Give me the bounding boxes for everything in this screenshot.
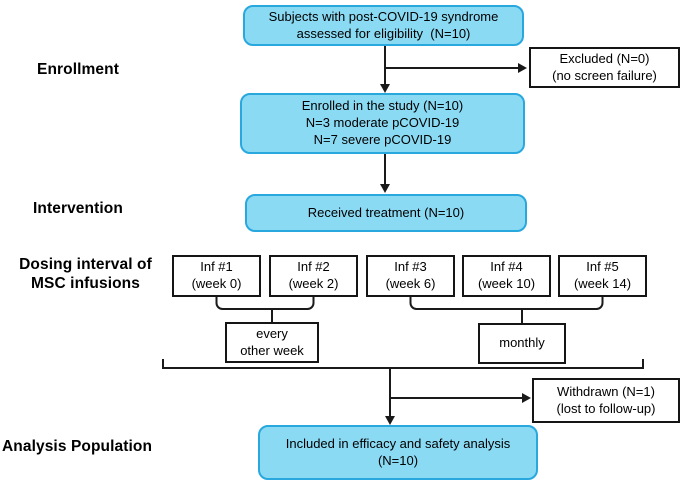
box-analysis-line2: (N=10) — [377, 452, 419, 468]
box-infusion-2-line1: Inf #2 — [297, 259, 330, 275]
arrowhead-eligibility-to-enrolled — [380, 84, 390, 93]
box-infusion-5-line1: Inf #5 — [586, 259, 619, 275]
box-infusion-1-line1: Inf #1 — [200, 259, 233, 275]
box-infusion-3-line2: (week 6) — [385, 276, 436, 291]
box-eligibility-line2: assessed for eligibility (N=10) — [296, 25, 471, 41]
bracket-biweekly-left — [215, 297, 272, 310]
box-enrolled: Enrolled in the study (N=10) N=3 moderat… — [240, 93, 525, 154]
box-interval-monthly-line1: monthly — [499, 335, 545, 351]
stage-label-dosing-interval: Dosing interval of MSC infusions — [8, 256, 163, 294]
bracket-monthly-right — [522, 297, 604, 310]
box-infusion-4-line2: (week 10) — [477, 276, 536, 291]
arrowhead-to-analysis — [385, 416, 395, 425]
arrowhead-enrolled-to-treatment — [380, 184, 390, 193]
box-excluded: Excluded (N=0) (no screen failure) — [529, 47, 680, 88]
stage-label-analysis-population: Analysis Population — [2, 438, 153, 455]
box-excluded-line2: (no screen failure) — [552, 67, 657, 83]
box-interval-every-other-week-line1: every — [256, 325, 288, 341]
box-eligibility-line1: Subjects with post-COVID-19 syndrome — [268, 8, 499, 24]
box-infusion-3: Inf #3 (week 6) — [366, 255, 455, 297]
box-infusion-5-line2: (week 14) — [573, 276, 632, 291]
box-received-treatment: Received treatment (N=10) — [245, 194, 527, 232]
stage-label-enrollment: Enrollment — [37, 61, 119, 78]
box-received-treatment-line1: Received treatment (N=10) — [307, 204, 465, 220]
bracket-biweekly-right — [272, 297, 315, 310]
stage-label-intervention: Intervention — [33, 200, 123, 217]
bracket-monthly-left — [409, 297, 522, 310]
box-interval-every-other-week-line2: other week — [240, 342, 304, 358]
box-enrolled-line1: Enrolled in the study (N=10) — [301, 98, 464, 114]
box-withdrawn-line2: (lost to follow-up) — [556, 400, 656, 416]
arrowhead-to-withdrawn — [522, 393, 531, 403]
box-analysis: Included in efficacy and safety analysis… — [258, 425, 538, 480]
box-infusion-2-line2: (week 2) — [288, 276, 339, 291]
box-infusion-1: Inf #1 (week 0) — [172, 255, 261, 297]
box-withdrawn-line1: Withdrawn (N=1) — [557, 383, 655, 399]
stage-label-dosing-line2: MSC infusions — [31, 274, 140, 292]
box-eligibility: Subjects with post-COVID-19 syndrome ass… — [243, 5, 524, 46]
box-infusion-4-line1: Inf #4 — [490, 259, 523, 275]
arrowhead-to-excluded — [518, 63, 527, 73]
box-analysis-line1: Included in efficacy and safety analysis — [285, 435, 511, 451]
stage-label-dosing-line1: Dosing interval of — [19, 256, 152, 273]
box-enrolled-line3: N=7 severe pCOVID-19 — [313, 131, 452, 147]
box-infusion-1-line2: (week 0) — [191, 276, 242, 291]
box-interval-every-other-week: every other week — [225, 322, 319, 363]
box-infusion-5: Inf #5 (week 14) — [558, 255, 647, 297]
box-infusion-2: Inf #2 (week 2) — [269, 255, 358, 297]
box-interval-monthly: monthly — [478, 323, 566, 364]
box-infusion-3-line1: Inf #3 — [394, 259, 427, 275]
box-withdrawn: Withdrawn (N=1) (lost to follow-up) — [532, 378, 680, 423]
box-excluded-line1: Excluded (N=0) — [559, 50, 650, 66]
box-enrolled-line2: N=3 moderate pCOVID-19 — [305, 115, 460, 131]
box-infusion-4: Inf #4 (week 10) — [462, 255, 551, 297]
